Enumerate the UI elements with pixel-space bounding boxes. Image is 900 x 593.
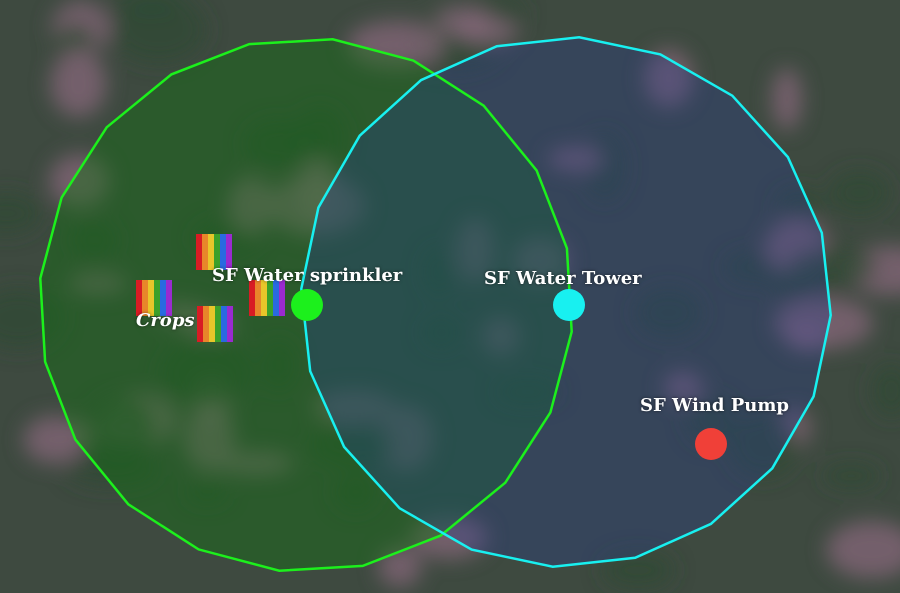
- terrain-patch: [786, 245, 878, 288]
- terrain-patch: [635, 287, 703, 338]
- terrain-patch: [456, 217, 495, 283]
- terrain-patch: [228, 176, 275, 233]
- terrain-patch: [871, 363, 900, 418]
- terrain-patch: [110, 0, 207, 64]
- pump-label: SF Wind Pump: [640, 395, 789, 416]
- terrain-patch: [347, 20, 446, 69]
- terrain-patch: [183, 406, 236, 472]
- water-sprinkler-marker[interactable]: [291, 289, 323, 321]
- terrain-patch: [66, 453, 159, 487]
- terrain-patch: [0, 287, 63, 350]
- terrain-patch: [422, 316, 461, 349]
- tower-range-circle: [300, 36, 832, 568]
- terrain-patch: [601, 551, 675, 589]
- terrain-patch: [771, 68, 802, 131]
- terrain-patch: [663, 371, 703, 403]
- terrain-patch: [244, 119, 312, 169]
- sprinkler-range-circle: [39, 38, 573, 572]
- terrain-patch: [111, 0, 185, 13]
- terrain-patch: [423, 246, 454, 298]
- tower-label: SF Water Tower: [484, 268, 642, 289]
- terrain-patch: [728, 412, 799, 479]
- sprinkler-label: SF Water sprinkler: [212, 265, 403, 286]
- terrain-patch: [68, 273, 128, 294]
- terrain-patch: [71, 220, 118, 260]
- terrain-patch: [512, 237, 569, 285]
- terrain-patch: [309, 422, 395, 468]
- terrain-patch: [495, 379, 560, 405]
- crop-tile[interactable]: [249, 280, 285, 316]
- terrain-patch: [313, 390, 396, 424]
- terrain-patch: [644, 49, 694, 108]
- terrain-patch: [50, 50, 107, 117]
- terrain-patch: [217, 451, 295, 476]
- crop-tile[interactable]: [197, 306, 233, 342]
- terrain-patch: [334, 473, 378, 511]
- terrain-patch: [261, 339, 297, 391]
- terrain-patch: [826, 520, 900, 579]
- water-tower-marker[interactable]: [553, 289, 585, 321]
- wind-pump-marker[interactable]: [695, 428, 727, 460]
- terrain-patch: [786, 322, 823, 352]
- terrain-patch: [185, 481, 228, 504]
- crops-label: Crops: [136, 310, 195, 331]
- terrain-patch: [547, 146, 603, 171]
- crop-tile[interactable]: [196, 234, 232, 270]
- crop-tile[interactable]: [136, 280, 172, 316]
- terrain-patch: [583, 131, 626, 202]
- terrain-patch: [0, 192, 42, 235]
- terrain-patch: [455, 17, 518, 46]
- terrain-patch: [267, 175, 366, 237]
- terrain-patch: [53, 22, 97, 59]
- terrain-patch: [481, 316, 521, 357]
- terrain-patch: [85, 395, 157, 464]
- terrain-patch: [160, 338, 253, 407]
- terrain-patch: [821, 463, 881, 489]
- terrain-patch: [379, 404, 434, 472]
- terrain-patch: [829, 170, 890, 216]
